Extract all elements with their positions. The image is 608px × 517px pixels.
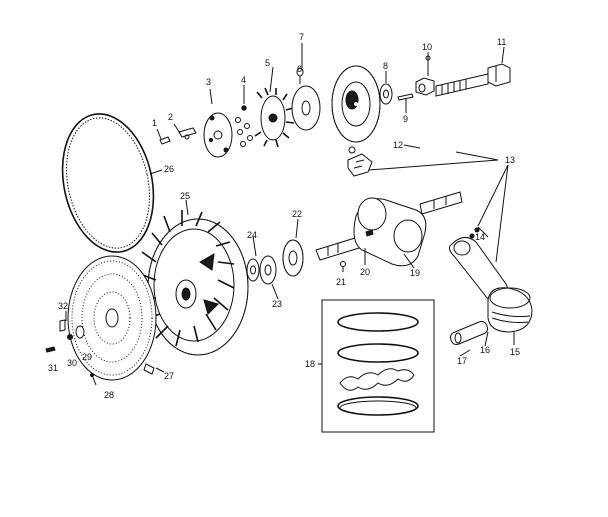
callout-7: 7	[299, 32, 304, 42]
leader-lines	[65, 43, 515, 373]
callout-1: 1	[152, 118, 157, 128]
crank-key-part	[340, 229, 374, 272]
governor-balls-part	[235, 105, 253, 147]
callout-20: 20	[360, 267, 370, 277]
callout-25: 25	[180, 191, 190, 201]
nut-part	[415, 55, 435, 96]
callout-26: 26	[164, 164, 174, 174]
callout-11: 11	[497, 37, 506, 47]
flywheel-screen-part	[67, 255, 157, 381]
crankshaft-part	[315, 191, 463, 267]
governor-spider-part	[254, 87, 295, 148]
callout-10: 10	[422, 42, 432, 52]
retainer-plate-part	[203, 112, 233, 158]
callout-21: 21	[336, 277, 346, 287]
callout-3: 3	[206, 77, 211, 87]
callout-6: 6	[297, 64, 302, 74]
tappet-part	[347, 146, 373, 177]
callout-5: 5	[265, 58, 270, 68]
cam-pin-part	[397, 93, 414, 101]
small-washer-part	[379, 83, 393, 105]
callout-9: 9	[403, 114, 408, 124]
callout-15: 15	[510, 347, 520, 357]
callout-8: 8	[383, 61, 388, 71]
screen-hardware-part	[45, 319, 97, 386]
callout-labels: 1 2 3 4 5 6 7 8 9 10 11 12 13 14 15 16 1…	[48, 32, 520, 400]
callout-31: 31	[48, 363, 58, 373]
callout-27: 27	[164, 371, 174, 381]
crank-washer-part	[246, 255, 277, 285]
bolt-shaft-part	[435, 63, 511, 97]
callout-32: 32	[58, 301, 68, 311]
callout-29: 29	[82, 352, 92, 362]
callout-28: 28	[104, 390, 114, 400]
callout-30: 30	[67, 358, 77, 368]
callout-19: 19	[410, 268, 420, 278]
callout-12: 12	[393, 140, 403, 150]
callout-24: 24	[247, 230, 257, 240]
flywheel-part	[139, 210, 249, 356]
callout-22: 22	[292, 209, 302, 219]
piston-part	[450, 287, 533, 345]
callout-18: 18	[305, 359, 315, 369]
callout-16: 16	[480, 345, 490, 355]
callout-17: 17	[457, 356, 467, 366]
crank-gear-part	[282, 239, 304, 277]
piston-ring-set-part	[321, 299, 435, 433]
callout-14: 14	[475, 232, 485, 242]
thrust-washer-part	[291, 67, 321, 131]
callout-4: 4	[241, 75, 246, 85]
callout-23: 23	[272, 299, 282, 309]
ring-gear-part	[61, 113, 155, 253]
cam-gear-part	[331, 65, 381, 143]
callout-13: 13	[505, 155, 515, 165]
key-part	[159, 127, 197, 145]
callout-2: 2	[168, 112, 173, 122]
